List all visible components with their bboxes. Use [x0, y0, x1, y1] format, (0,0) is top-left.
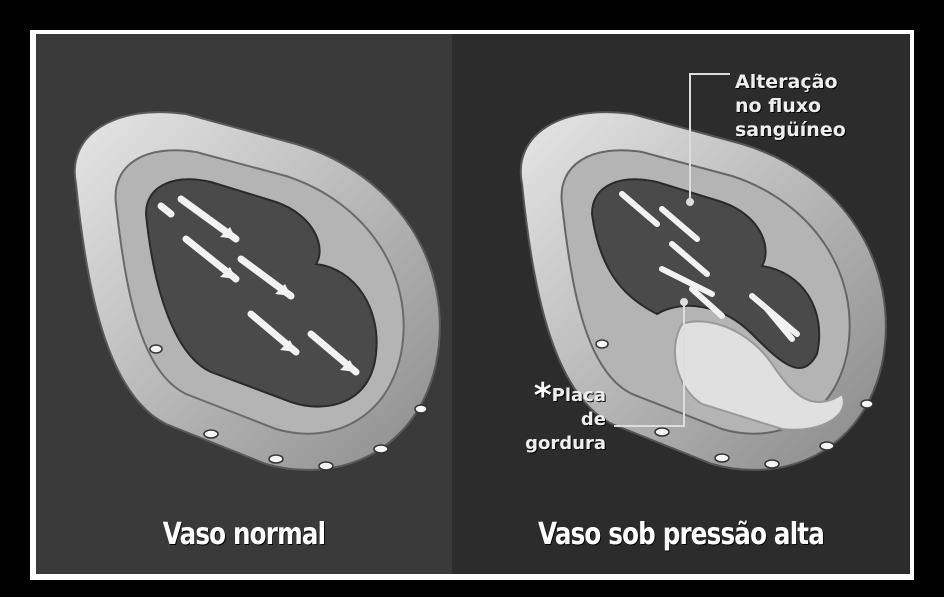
- annotation-fatty-plaque: *Placa de gordura: [514, 384, 606, 456]
- panel-normal-vessel: Vaso normal: [36, 34, 452, 574]
- normal-vessel-illustration: [36, 34, 452, 574]
- annotation-line: *Placa: [514, 384, 606, 408]
- panel-title-normal: Vaso normal: [73, 517, 414, 552]
- plaque-leader-dot: [681, 299, 687, 305]
- annotation-line: gordura: [514, 432, 606, 456]
- asterisk-marker: *: [534, 376, 552, 416]
- annotation-blood-flow-change: Alteração no fluxo sangüíneo: [735, 70, 846, 142]
- annotation-line: Alteração: [735, 70, 846, 94]
- annotation-line: sangüíneo: [735, 118, 846, 142]
- annotation-line: de: [514, 408, 606, 432]
- panel-title-high-pressure: Vaso sob pressão alta: [493, 517, 869, 552]
- annotation-line: no fluxo: [735, 94, 846, 118]
- flow-leader-dot: [687, 199, 693, 205]
- panel-high-pressure-vessel: Alteração no fluxo sangüíneo *Placa de g…: [452, 34, 910, 574]
